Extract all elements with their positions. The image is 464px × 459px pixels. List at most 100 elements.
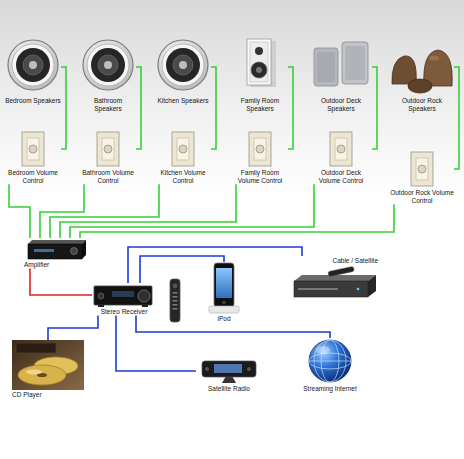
volume-control: Family Room Volume Control bbox=[232, 130, 288, 184]
audio-cable bbox=[140, 256, 224, 283]
speaker-wire bbox=[80, 204, 394, 238]
speaker-wire bbox=[70, 184, 314, 238]
amp-top bbox=[28, 240, 86, 244]
receiver-knob bbox=[98, 293, 104, 299]
node-label: CD Player bbox=[12, 391, 84, 399]
speaker-frame bbox=[247, 39, 271, 85]
box-stripe bbox=[298, 288, 338, 290]
node-label: Streaming Internet bbox=[296, 385, 364, 393]
globe-equator bbox=[309, 361, 351, 362]
speaker-wire bbox=[61, 67, 66, 149]
rock-shape bbox=[392, 56, 416, 84]
speaker-tweeter bbox=[255, 47, 263, 55]
plate-inset bbox=[177, 138, 189, 160]
rec-icon bbox=[92, 283, 156, 307]
speaker-wire bbox=[211, 67, 216, 149]
speaker-wire bbox=[40, 184, 84, 238]
vc-icon bbox=[80, 130, 136, 168]
volume-knob bbox=[179, 145, 187, 153]
globe-shine bbox=[316, 346, 330, 354]
ceiling-speaker: Bathroom Speakers bbox=[80, 38, 136, 112]
wall-plate bbox=[22, 132, 44, 166]
remote-control bbox=[170, 279, 180, 322]
plate-inset bbox=[335, 138, 347, 160]
remote-button bbox=[173, 292, 178, 294]
ceil-icon bbox=[80, 38, 136, 96]
sat-icon bbox=[196, 358, 262, 384]
node-label: Satellite Radio bbox=[196, 385, 262, 393]
wall-plate bbox=[249, 132, 271, 166]
amp-knob bbox=[71, 248, 78, 255]
speaker-cone bbox=[16, 48, 50, 82]
cable-box: Cable / Satellite bbox=[288, 256, 378, 305]
volume-knob bbox=[337, 145, 345, 153]
speaker-tweeter bbox=[179, 61, 187, 69]
plate-inset bbox=[102, 138, 114, 160]
vc-icon bbox=[5, 130, 61, 168]
speaker-tweeter bbox=[104, 61, 112, 69]
plate-inset bbox=[27, 138, 39, 160]
globe-icon bbox=[296, 338, 364, 384]
ceiling-speaker: Bedroom Speakers bbox=[5, 38, 61, 105]
receiver-body bbox=[94, 286, 152, 305]
speaker-ring bbox=[162, 44, 204, 86]
receiver-foot bbox=[98, 305, 104, 307]
deck-icon bbox=[310, 38, 372, 96]
amp-icon bbox=[24, 238, 88, 260]
volume-control: Outdoor Deck Volume Control bbox=[310, 130, 372, 184]
cd-case bbox=[16, 343, 56, 353]
stereo-receiver: Stereo Receiver bbox=[92, 283, 156, 316]
speaker-wire bbox=[288, 67, 293, 149]
volume-knob bbox=[104, 145, 112, 153]
box-side bbox=[368, 275, 376, 297]
satellite-radio: Satellite Radio bbox=[196, 358, 262, 393]
amplifier: Amplifier bbox=[24, 238, 88, 269]
speaker-cabinet bbox=[342, 42, 368, 84]
node-label: Outdoor Rock Volume Control bbox=[390, 189, 454, 204]
ceiling-speaker: Kitchen Speakers bbox=[155, 38, 211, 105]
wall-speaker: Family Room Speakers bbox=[232, 38, 288, 112]
wall-icon bbox=[232, 38, 288, 96]
cable-icon bbox=[288, 265, 378, 305]
speaker-grille bbox=[317, 52, 335, 82]
speaker-ring bbox=[12, 44, 54, 86]
node-label: Stereo Receiver bbox=[92, 308, 156, 316]
speaker-rim bbox=[158, 40, 208, 90]
radio-screen bbox=[214, 364, 242, 373]
speaker-wire bbox=[372, 67, 377, 149]
audio-cable bbox=[136, 316, 330, 338]
node-label: iPod bbox=[204, 315, 244, 323]
receiver-display bbox=[112, 291, 134, 297]
ipod-player: iPod bbox=[204, 262, 244, 323]
ipod-body bbox=[214, 263, 234, 307]
volume-knob bbox=[418, 165, 426, 173]
node-label: Bathroom Speakers bbox=[80, 97, 136, 112]
cd-disc bbox=[18, 365, 66, 385]
ipod-dock bbox=[209, 306, 239, 313]
audio-cable bbox=[48, 316, 98, 340]
globe-parallel bbox=[309, 353, 351, 369]
speaker-wire bbox=[454, 67, 459, 169]
remote-button bbox=[173, 300, 178, 302]
amp-display bbox=[34, 249, 54, 252]
speaker-grille bbox=[345, 46, 365, 80]
streaming-internet: Streaming Internet bbox=[296, 338, 364, 393]
volume-control: Bedroom Volume Control bbox=[5, 130, 61, 184]
volume-knob bbox=[256, 145, 264, 153]
connector-layer bbox=[9, 67, 459, 371]
volume-knob bbox=[29, 145, 37, 153]
radio-button bbox=[247, 367, 251, 371]
amp-cable bbox=[30, 269, 92, 295]
node-label: Kitchen Speakers bbox=[155, 97, 211, 105]
node-label: Family Room Volume Control bbox=[232, 169, 288, 184]
plate-inset bbox=[416, 158, 428, 180]
speaker-grille bbox=[250, 42, 268, 82]
ipod-screen bbox=[216, 268, 232, 298]
amp-side bbox=[82, 240, 86, 259]
node-label: Family Room Speakers bbox=[232, 97, 288, 112]
vc-icon bbox=[232, 130, 288, 168]
wall-plate bbox=[411, 152, 433, 186]
box-top bbox=[294, 275, 376, 281]
rock-icon bbox=[390, 38, 454, 96]
